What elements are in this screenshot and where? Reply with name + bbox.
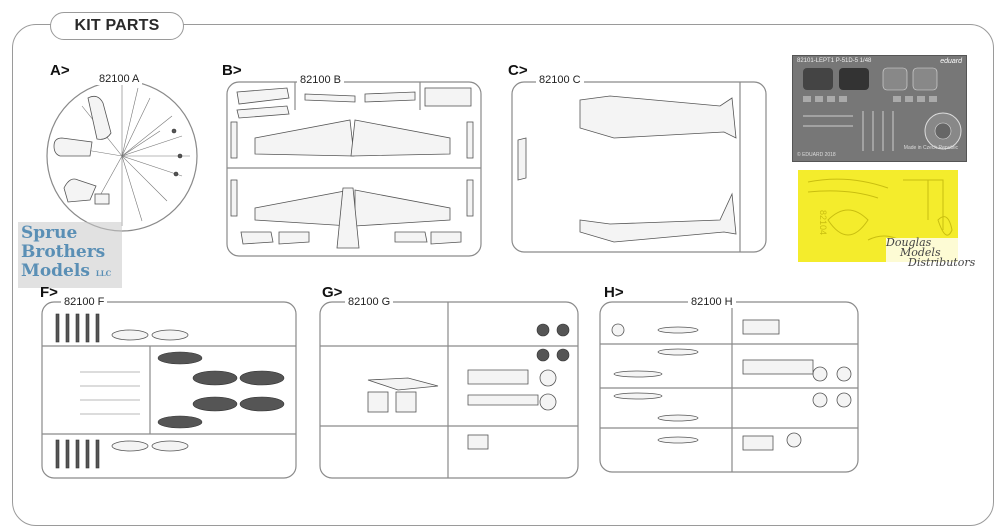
sprue-b-code: 82100 B: [297, 74, 344, 86]
mask-code: 82104: [818, 210, 828, 235]
douglas-line-3: Distributors: [908, 256, 976, 269]
photoetch-header: 82101-LEPT1 P-51D-5 1/48: [797, 58, 872, 64]
sprue-b-letter: B>: [222, 62, 242, 79]
sprue-f-letter: F>: [40, 284, 58, 301]
sprue-h-letter: H>: [604, 284, 624, 301]
sbm-line-3-text: Models: [21, 261, 90, 281]
sprue-h-drawing: [599, 301, 859, 473]
section-title: KIT PARTS: [50, 12, 184, 40]
sprue-c-code: 82100 C: [536, 74, 584, 86]
douglas-models-watermark: Douglas Models Distributors: [886, 236, 978, 270]
sbm-suffix: LLC: [95, 269, 112, 278]
sprue-h-code: 82100 H: [688, 296, 736, 308]
sbm-line-2: Brothers: [21, 242, 106, 262]
eduard-logo: eduard: [940, 58, 962, 65]
sprue-a-drawing: [46, 80, 198, 232]
sprue-a-code: 82100 A: [96, 73, 143, 85]
photoetch-origin: Made in Czech Republic: [903, 145, 958, 151]
photoetch-fret: 82101-LEPT1 P-51D-5 1/48 eduard © EDUARD…: [792, 55, 967, 162]
sprue-c-drawing: [511, 81, 767, 253]
sprue-f-drawing: [41, 301, 297, 479]
sbm-line-1: Sprue: [21, 223, 78, 243]
photoetch-copyright: © EDUARD 2018: [797, 152, 836, 158]
sprue-g-drawing: [319, 301, 579, 479]
sprue-f-code: 82100 F: [61, 296, 108, 308]
sprue-a-letter: A>: [50, 62, 70, 79]
douglas-line-2: Models: [900, 246, 941, 259]
sbm-line-3: Models LLC: [21, 262, 119, 283]
douglas-line-1: Douglas: [886, 236, 932, 249]
photoetch-parts: [803, 67, 962, 151]
sprue-g-code: 82100 G: [345, 296, 394, 308]
sprue-c-letter: C>: [508, 62, 528, 79]
sprue-b-drawing: [226, 81, 482, 257]
sprue-g-letter: G>: [322, 284, 343, 301]
sprue-brothers-watermark: Sprue Brothers Models LLC: [18, 222, 122, 288]
